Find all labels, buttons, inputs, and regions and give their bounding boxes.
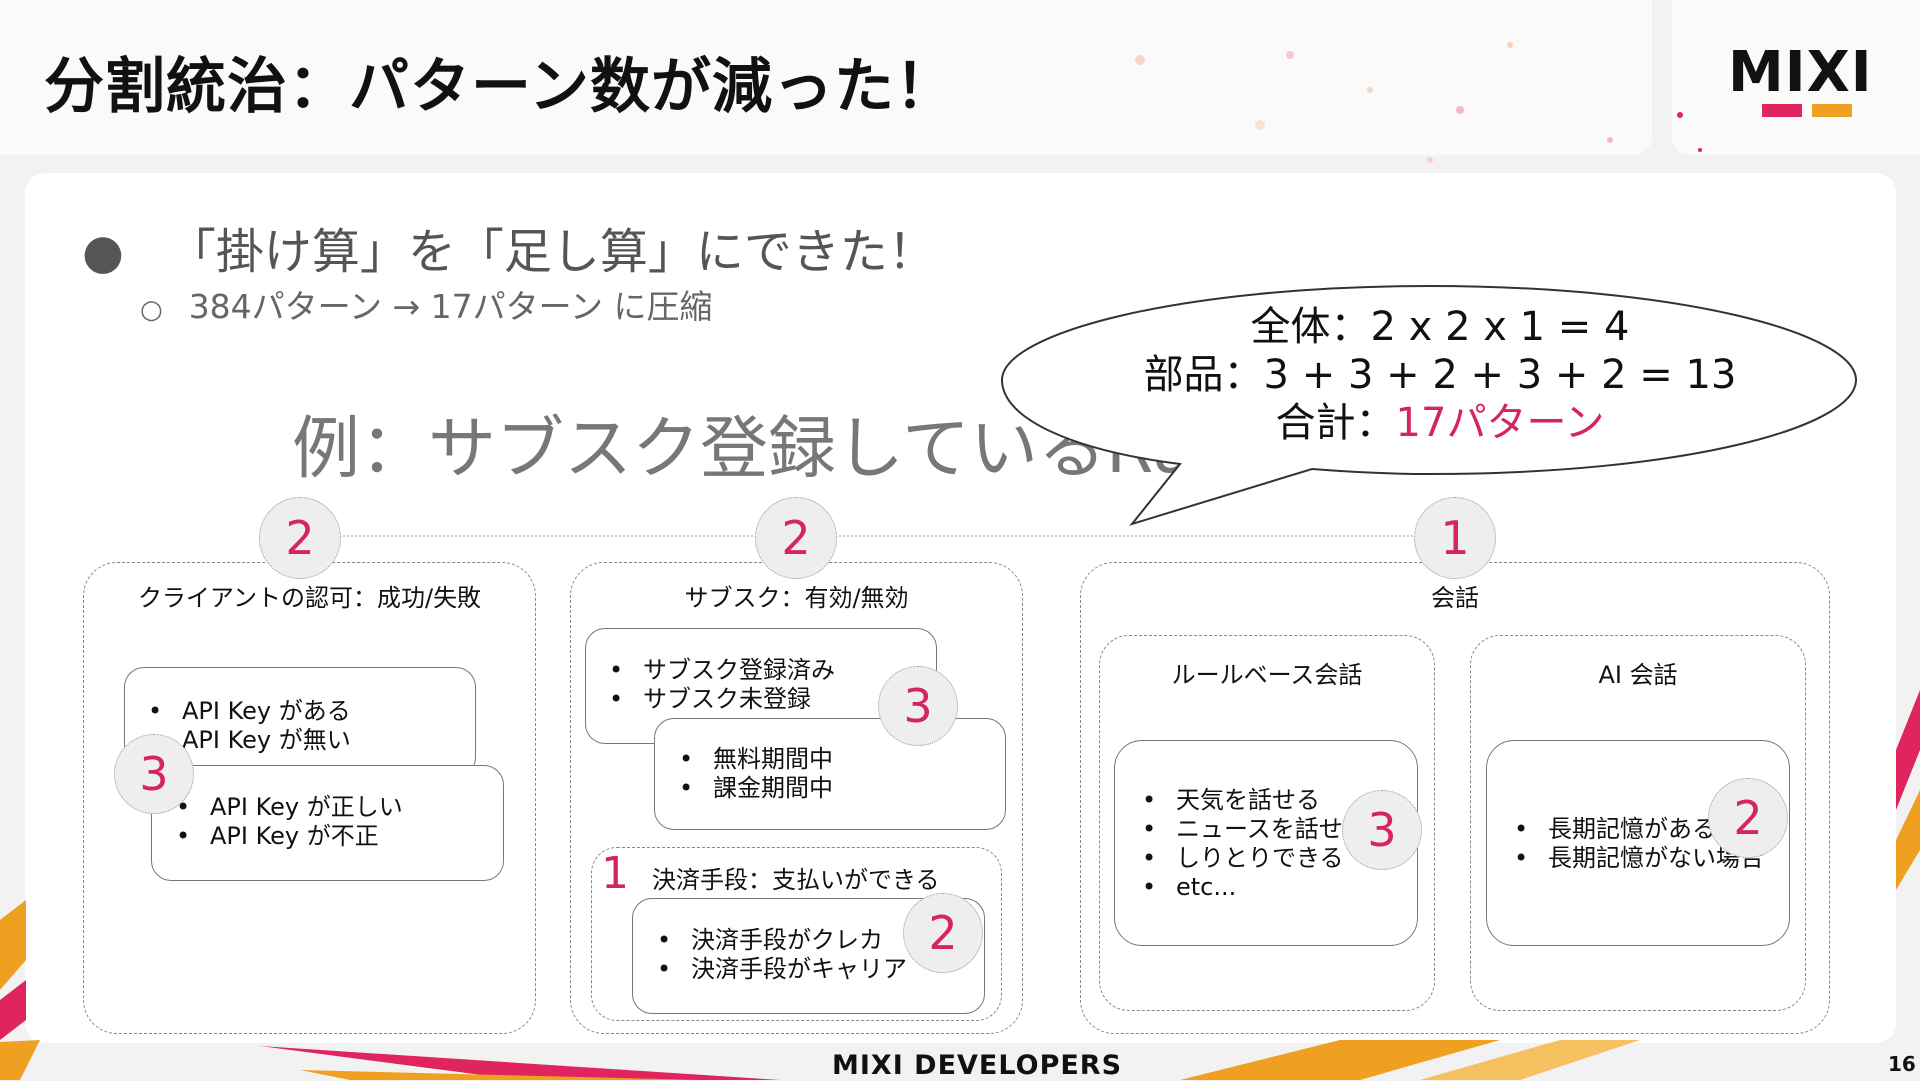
main-bullet-text: 「掛け算」を「足し算」にできた！	[167, 224, 936, 280]
group-ai-conversation	[1470, 635, 1806, 1011]
payment-list: •決済手段がクレカ •決済手段がキャリア	[657, 926, 907, 984]
speech-bubble-text: 全体：2 x 2 x 1 = 4 部品：3 + 3 + 2 + 3 + 2 = …	[1060, 303, 1820, 447]
bubble-line-parts: 部品：3 + 3 + 2 + 3 + 2 = 13	[1143, 352, 1737, 398]
count-badge-rule-based: 3	[1342, 790, 1422, 870]
rule-based-label: ルールベース会話	[1171, 661, 1363, 689]
count-badge-ai-conversation: 2	[1708, 778, 1788, 858]
sub-bullet: ○ 384パターン → 17パターン に圧縮	[140, 280, 713, 328]
count-badge-payment: 1	[601, 847, 629, 899]
page-title: 分割統治：パターン数が減った！	[44, 52, 956, 122]
count-badge-subscription-cards: 3	[878, 666, 958, 746]
right-edge-decoration	[1896, 690, 1920, 890]
footer-brand: MIXI DEVELOPERS	[832, 1050, 1123, 1081]
list-item: •課金期間中	[679, 774, 833, 802]
client-auth-card-key-presence	[124, 667, 476, 777]
sub-bullet-marker: ○	[140, 295, 163, 325]
logo-orange-bar	[1812, 104, 1852, 117]
count-badge-payment-card: 2	[903, 893, 983, 973]
list-item: •API Key が不正	[176, 822, 379, 850]
client-auth-list-presence: •API Key がある API Key が無い	[148, 697, 351, 755]
list-item: •決済手段がキャリア	[657, 955, 907, 983]
list-item: •サブスク登録済み	[609, 656, 835, 684]
bubble-line-total: 全体：2 x 2 x 1 = 4	[1250, 304, 1630, 350]
group-payment	[591, 847, 1002, 1021]
count-badge-client-auth: 2	[259, 497, 341, 579]
page-number: 16	[1888, 1052, 1916, 1076]
group-conversation-label: 会話	[1431, 584, 1479, 612]
logo-box	[1672, 0, 1920, 155]
list-item: •決済手段がクレカ	[657, 926, 883, 954]
ai-conversation-label: AI 会話	[1598, 661, 1678, 689]
group-rule-based	[1099, 635, 1435, 1011]
count-badge-conversation: 1	[1414, 497, 1496, 579]
bubble-sum-prefix: 合計：	[1275, 400, 1396, 446]
list-item: •長期記憶がある	[1514, 815, 1716, 843]
sub-bullet-text: 384パターン → 17パターン に圧縮	[188, 287, 713, 326]
mixi-logo: MIXI	[1728, 40, 1873, 105]
left-edge-decoration	[0, 900, 26, 1040]
list-item: •etc...	[1142, 873, 1237, 901]
bubble-sum-highlight: 17パターン	[1395, 400, 1605, 446]
group-client-auth-label: クライアントの認可：成功/失敗	[137, 584, 482, 612]
list-item: •サブスク未登録	[609, 685, 811, 713]
list-item: •ニュースを話せ	[1142, 815, 1342, 843]
client-auth-list-validity: •API Key が正しい •API Key が不正	[176, 793, 403, 851]
subscription-card-period	[654, 718, 1006, 830]
list-item: •天気を話せる	[1142, 786, 1320, 814]
group-subscription-label: サブスク：有効/無効	[684, 584, 909, 612]
connector-line	[300, 535, 1460, 537]
list-item: •API Key がある	[148, 697, 351, 725]
subscription-list-registration: •サブスク登録済み •サブスク未登録	[609, 656, 835, 714]
count-badge-subscription: 2	[755, 497, 837, 579]
list-item: •しりとりできる	[1142, 844, 1342, 872]
list-item: •無料期間中	[679, 745, 833, 773]
list-item: API Key が無い	[182, 726, 351, 754]
subscription-list-period: •無料期間中 •課金期間中	[679, 745, 833, 803]
main-bullet: ● 「掛け算」を「足し算」にできた！	[82, 212, 936, 282]
bubble-line-sum: 合計：17パターン	[1060, 399, 1820, 447]
list-item: •API Key が正しい	[176, 793, 403, 821]
client-auth-card-key-validity	[151, 765, 504, 881]
rule-based-list: •天気を話せる •ニュースを話せ •しりとりできる •etc...	[1142, 786, 1342, 902]
count-badge-client-auth-cards: 3	[114, 734, 194, 814]
title-bar	[0, 0, 1652, 155]
speech-bubble	[1000, 284, 1858, 526]
logo-pink-bar	[1762, 104, 1802, 117]
payment-label: 決済手段：支払いができる	[652, 866, 940, 894]
bullet-marker: ●	[82, 224, 124, 280]
